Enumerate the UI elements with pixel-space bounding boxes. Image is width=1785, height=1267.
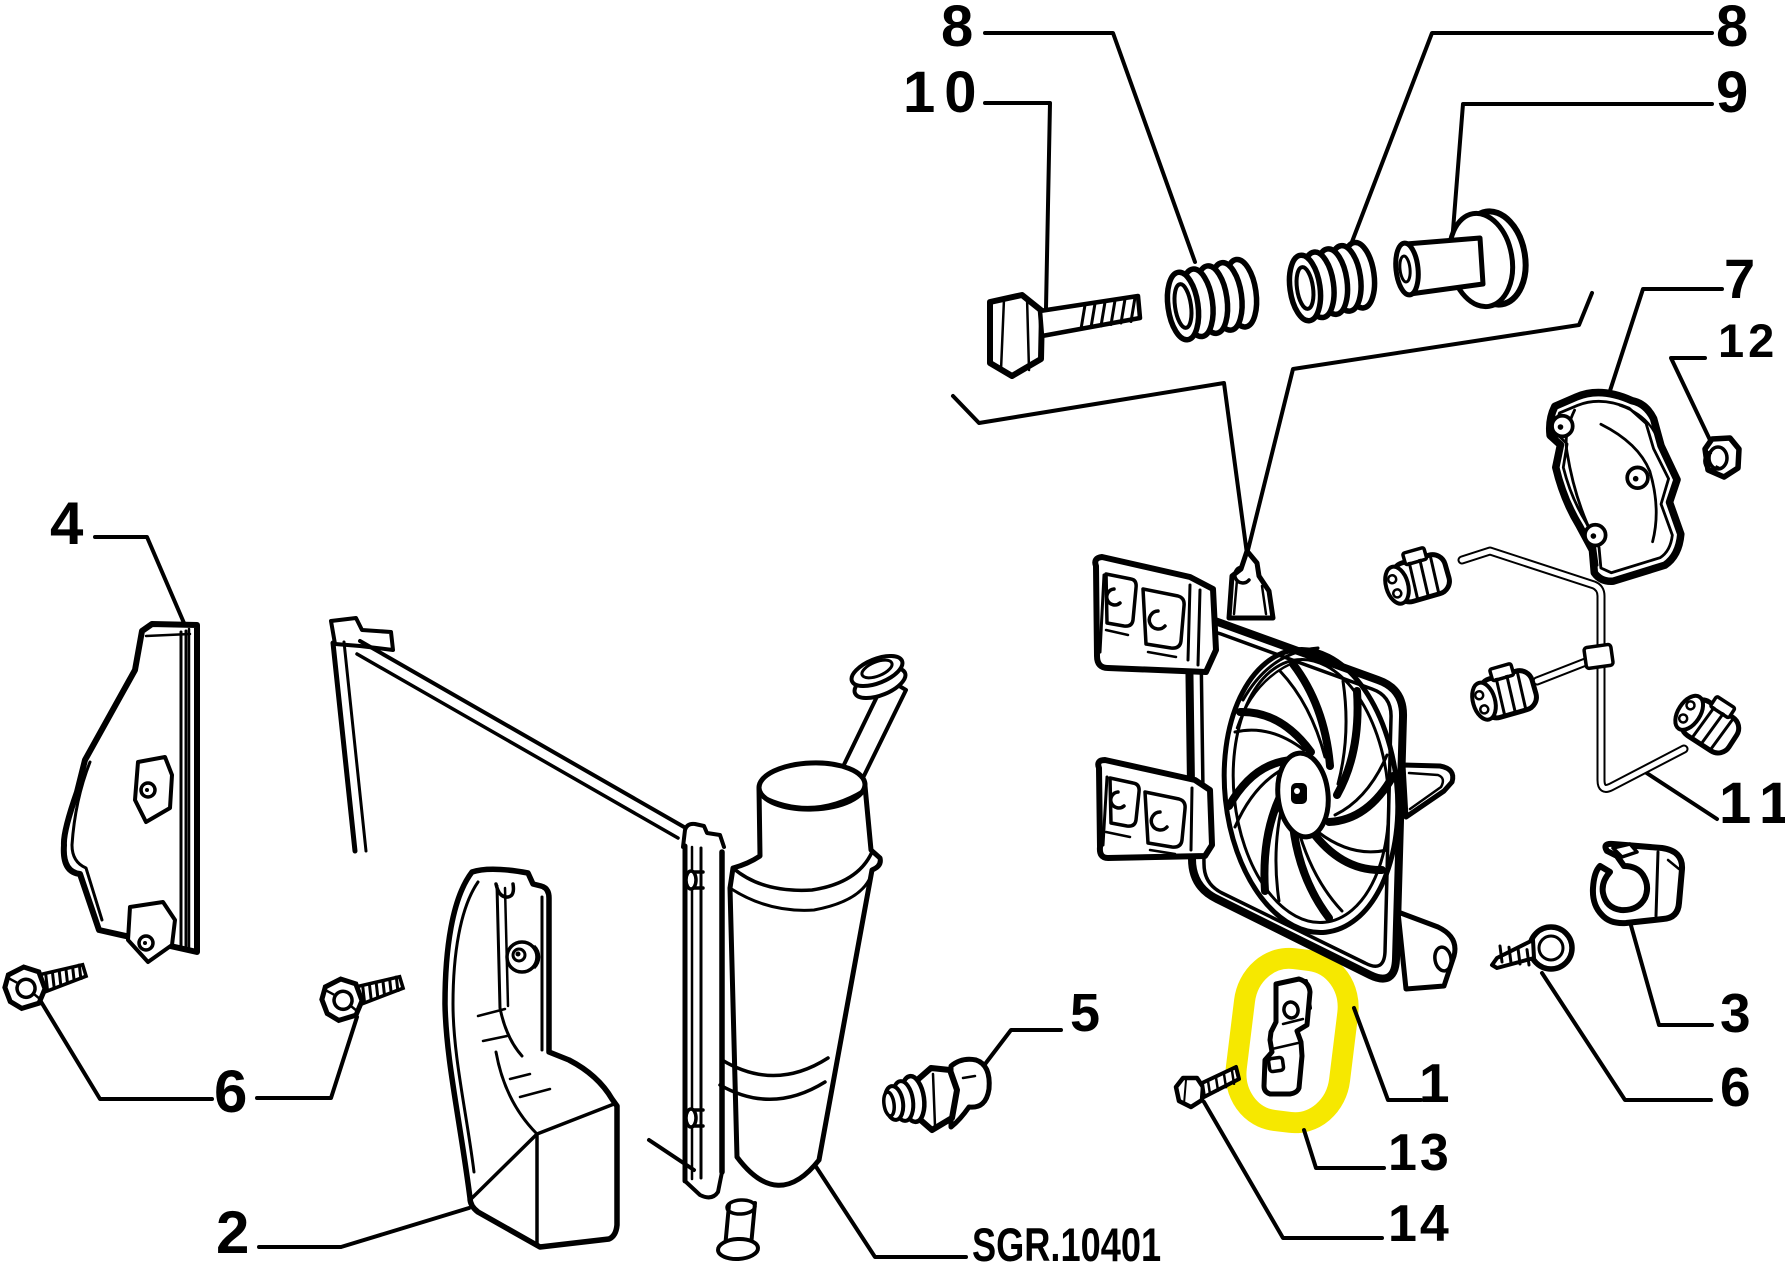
svg-text:6: 6 — [214, 1058, 247, 1125]
svg-text:5: 5 — [1070, 983, 1100, 1043]
svg-text:3: 3 — [1720, 982, 1751, 1044]
svg-text:8: 8 — [941, 0, 973, 59]
svg-text:11: 11 — [1719, 771, 1785, 836]
svg-text:1: 1 — [1419, 1052, 1450, 1114]
svg-text:13: 13 — [1388, 1124, 1452, 1182]
svg-text:10: 10 — [903, 60, 986, 125]
svg-text:8: 8 — [1716, 0, 1748, 59]
svg-text:14: 14 — [1388, 1195, 1452, 1253]
svg-text:9: 9 — [1716, 60, 1748, 125]
svg-text:12: 12 — [1718, 314, 1778, 367]
svg-text:7: 7 — [1724, 247, 1755, 310]
svg-text:SGR.10401: SGR.10401 — [972, 1218, 1161, 1262]
svg-text:4: 4 — [50, 490, 84, 557]
svg-text:2: 2 — [216, 1199, 249, 1262]
svg-text:6: 6 — [1720, 1056, 1751, 1118]
